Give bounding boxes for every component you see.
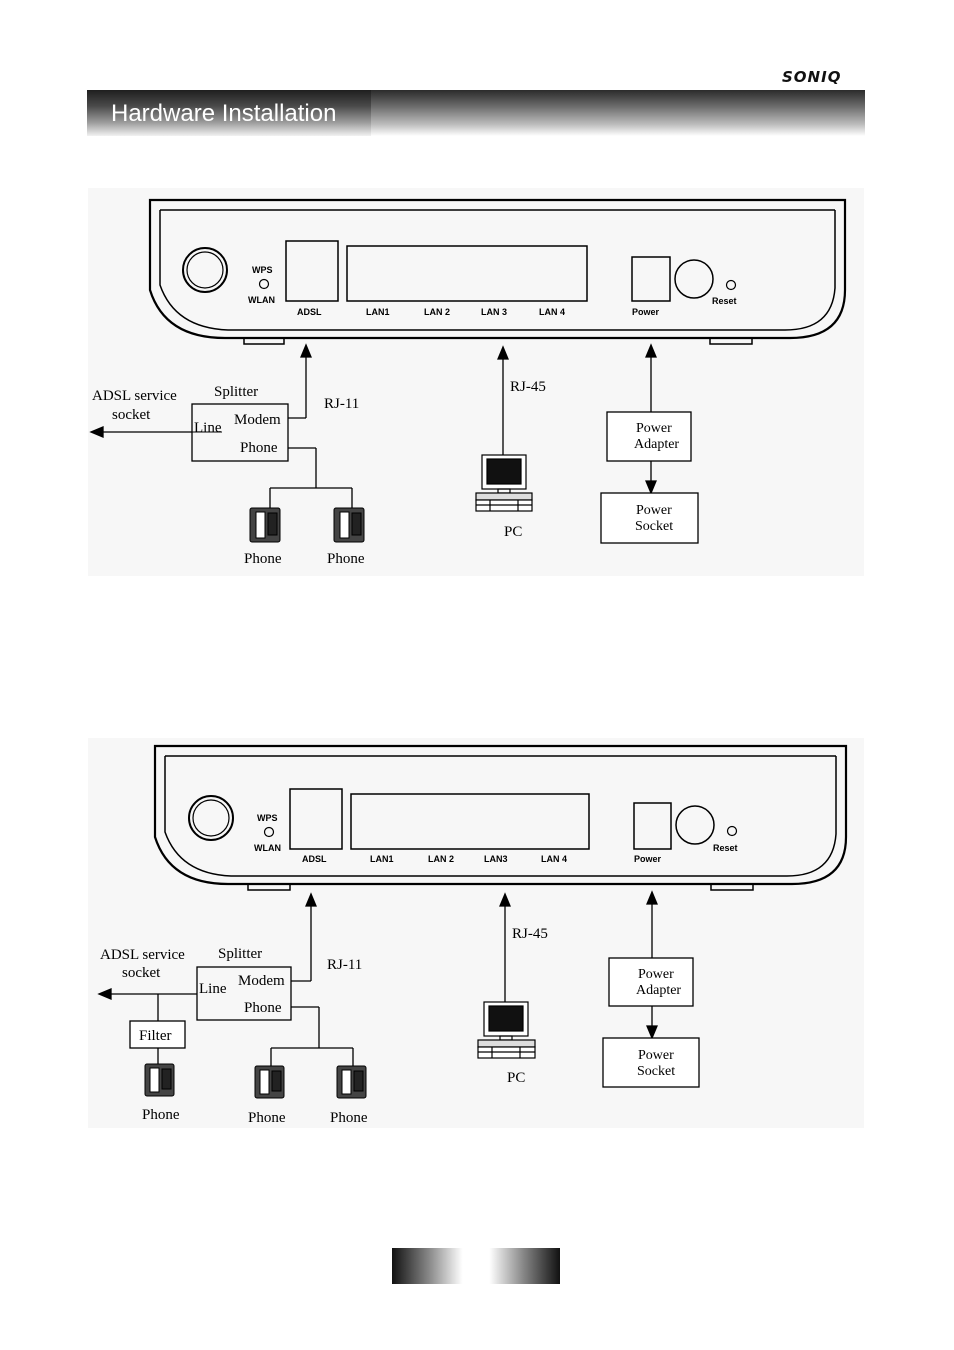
label-rj11: RJ-11 [324, 396, 359, 412]
pc-icon [477, 1001, 536, 1059]
power-adapter-box [608, 957, 694, 1007]
phone-icon [333, 507, 365, 543]
label-power-adapter-2: Adapter [636, 983, 681, 998]
splitter-box [196, 966, 292, 1021]
page-title: Hardware Installation [111, 100, 337, 127]
label-phone-2: Phone [327, 551, 365, 567]
label-lan4: LAN 4 [541, 854, 567, 864]
label-reset: Reset [712, 296, 737, 306]
label-phone-filter: Phone [142, 1107, 180, 1123]
phone-icon [144, 1063, 175, 1097]
footer-page-marker [392, 1248, 560, 1284]
diagram-basic-connection: WPS WLAN ADSL LAN1 LAN 2 LAN 3 LAN 4 Pow… [88, 188, 864, 576]
phone-icon [249, 507, 281, 543]
label-phone-port: Phone [240, 440, 278, 456]
label-power-socket-1: Power [636, 503, 672, 518]
label-pc: PC [504, 524, 522, 540]
label-phone-1: Phone [248, 1110, 286, 1126]
label-modem: Modem [234, 412, 281, 428]
router-back-panel [148, 198, 847, 345]
label-adsl: ADSL [297, 307, 322, 317]
label-power-adapter-1: Power [638, 967, 674, 982]
label-power-socket-2: Socket [635, 519, 673, 534]
label-lan1: LAN1 [370, 854, 394, 864]
label-wlan: WLAN [248, 295, 275, 305]
label-lan1: LAN1 [366, 307, 390, 317]
label-rj45: RJ-45 [510, 379, 546, 395]
label-phone-port: Phone [244, 1000, 282, 1016]
label-wps: WPS [252, 265, 273, 275]
label-adsl-socket-1: ADSL service [100, 947, 185, 963]
label-lan2: LAN 2 [428, 854, 454, 864]
label-lan2: LAN 2 [424, 307, 450, 317]
label-pc: PC [507, 1070, 525, 1086]
label-filter: Filter [139, 1028, 172, 1044]
power-socket-box [602, 1037, 700, 1088]
label-phone-2: Phone [330, 1110, 368, 1126]
label-power-adapter-1: Power [636, 421, 672, 436]
label-rj11: RJ-11 [327, 957, 362, 973]
diagram-filter-connection: WPS WLAN ADSL LAN1 LAN 2 LAN3 LAN 4 Powe… [88, 738, 864, 1128]
label-power: Power [632, 307, 660, 317]
phone-icon [336, 1065, 367, 1099]
label-splitter: Splitter [218, 946, 262, 962]
pc-icon [475, 454, 533, 512]
label-splitter: Splitter [214, 384, 258, 400]
label-lan4: LAN 4 [539, 307, 565, 317]
label-power-socket-1: Power [638, 1048, 674, 1063]
label-adsl-socket-2: socket [122, 965, 161, 981]
router-back-panel [153, 744, 848, 891]
label-reset: Reset [713, 843, 738, 853]
label-power-socket-2: Socket [637, 1064, 675, 1079]
power-socket-box [600, 492, 699, 544]
label-wps: WPS [257, 813, 278, 823]
label-line: Line [199, 981, 227, 997]
filter-box [129, 1020, 186, 1049]
label-lan3: LAN 3 [481, 307, 507, 317]
label-adsl-socket-1: ADSL service [92, 388, 177, 404]
label-power-adapter-2: Adapter [634, 437, 679, 452]
label-rj45: RJ-45 [512, 926, 548, 942]
label-line: Line [194, 420, 222, 436]
power-adapter-box [606, 411, 692, 462]
label-adsl-socket-2: socket [112, 407, 151, 423]
label-lan3: LAN3 [484, 854, 508, 864]
label-modem: Modem [238, 973, 285, 989]
brand-logo: SONIQ [782, 68, 842, 86]
label-wlan: WLAN [254, 843, 281, 853]
phone-icon [254, 1065, 285, 1099]
label-phone-1: Phone [244, 551, 282, 567]
label-adsl: ADSL [302, 854, 327, 864]
label-power: Power [634, 854, 662, 864]
header-tab [87, 90, 371, 136]
